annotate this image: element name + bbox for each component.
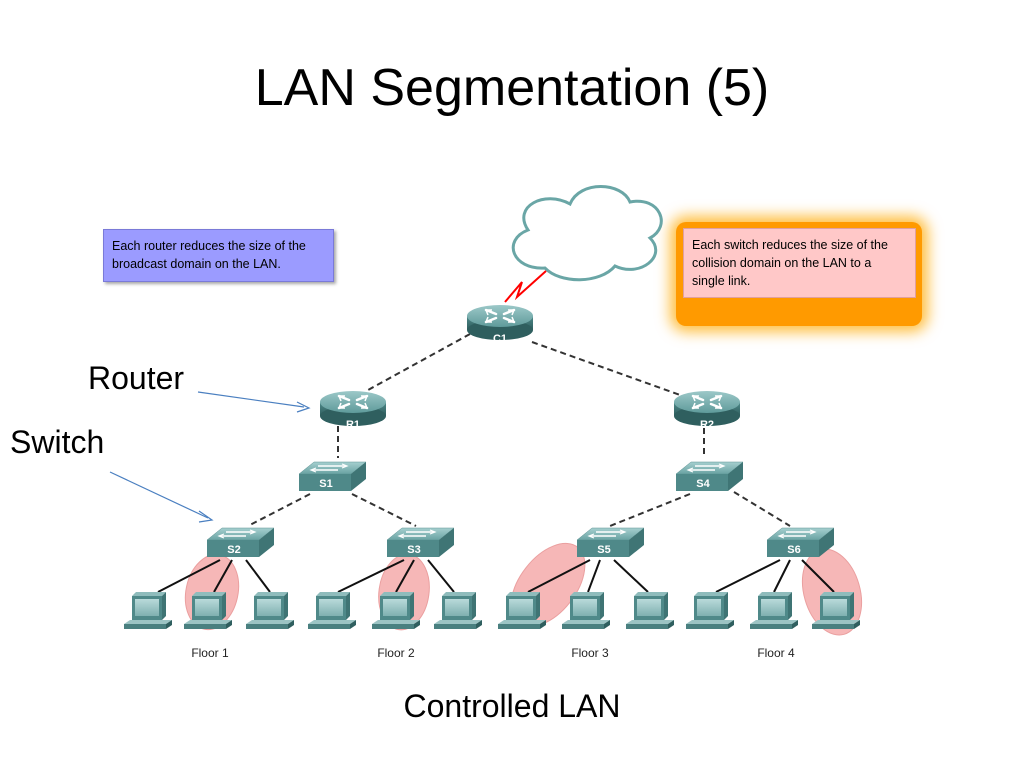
switch-s3-icon: S3 <box>386 527 455 558</box>
pc-icon <box>124 592 172 629</box>
router-label: Router <box>88 360 185 396</box>
switch-s4-icon: S4 <box>675 461 744 492</box>
router-c1-icon: C1 <box>465 303 535 345</box>
wan-link <box>504 270 547 303</box>
switch-s1-label: S1 <box>319 478 332 490</box>
switch-label: Switch <box>10 424 105 460</box>
slide-caption: Controlled LAN <box>403 688 621 724</box>
pc-icon <box>750 592 798 629</box>
cloud-icon <box>511 185 663 282</box>
switch-callout-arrow <box>109 471 214 523</box>
switch-s5-icon: S5 <box>576 527 645 558</box>
switch-s4-label: S4 <box>696 478 710 490</box>
switch-s6-label: S6 <box>787 544 800 556</box>
floor-label-1: Floor 1 <box>191 646 229 660</box>
switch-s1-icon: S1 <box>298 461 367 492</box>
router-callout-arrow <box>197 391 311 413</box>
router-r1-label: R1 <box>346 419 360 431</box>
switch-s5-label: S5 <box>597 544 610 556</box>
router-r2-label: R2 <box>700 419 714 431</box>
pc-icon <box>626 592 674 629</box>
pc-icon <box>308 592 356 629</box>
switch-s3-label: S3 <box>407 544 420 556</box>
switch-s2-label: S2 <box>227 544 240 556</box>
router-c1-label: C1 <box>493 333 507 345</box>
router-note: Each router reduces the size of the broa… <box>103 229 334 282</box>
floor-label-3: Floor 3 <box>571 646 609 660</box>
pc-icon <box>246 592 294 629</box>
floor-label-2: Floor 2 <box>377 646 415 660</box>
router-r1-icon: R1 <box>318 389 388 431</box>
dashed-links <box>247 333 791 527</box>
floor-label-4: Floor 4 <box>757 646 795 660</box>
host-links <box>157 559 835 593</box>
pc-icon <box>686 592 734 629</box>
pc-icon <box>498 592 546 629</box>
pc-icon <box>434 592 482 629</box>
slide-title: LAN Segmentation (5) <box>254 59 770 117</box>
router-r2-icon: R2 <box>672 389 742 431</box>
switch-s2-icon: S2 <box>206 527 275 558</box>
switch-note: Each switch reduces the size of the coll… <box>683 228 916 298</box>
switch-s6-icon: S6 <box>766 527 835 558</box>
